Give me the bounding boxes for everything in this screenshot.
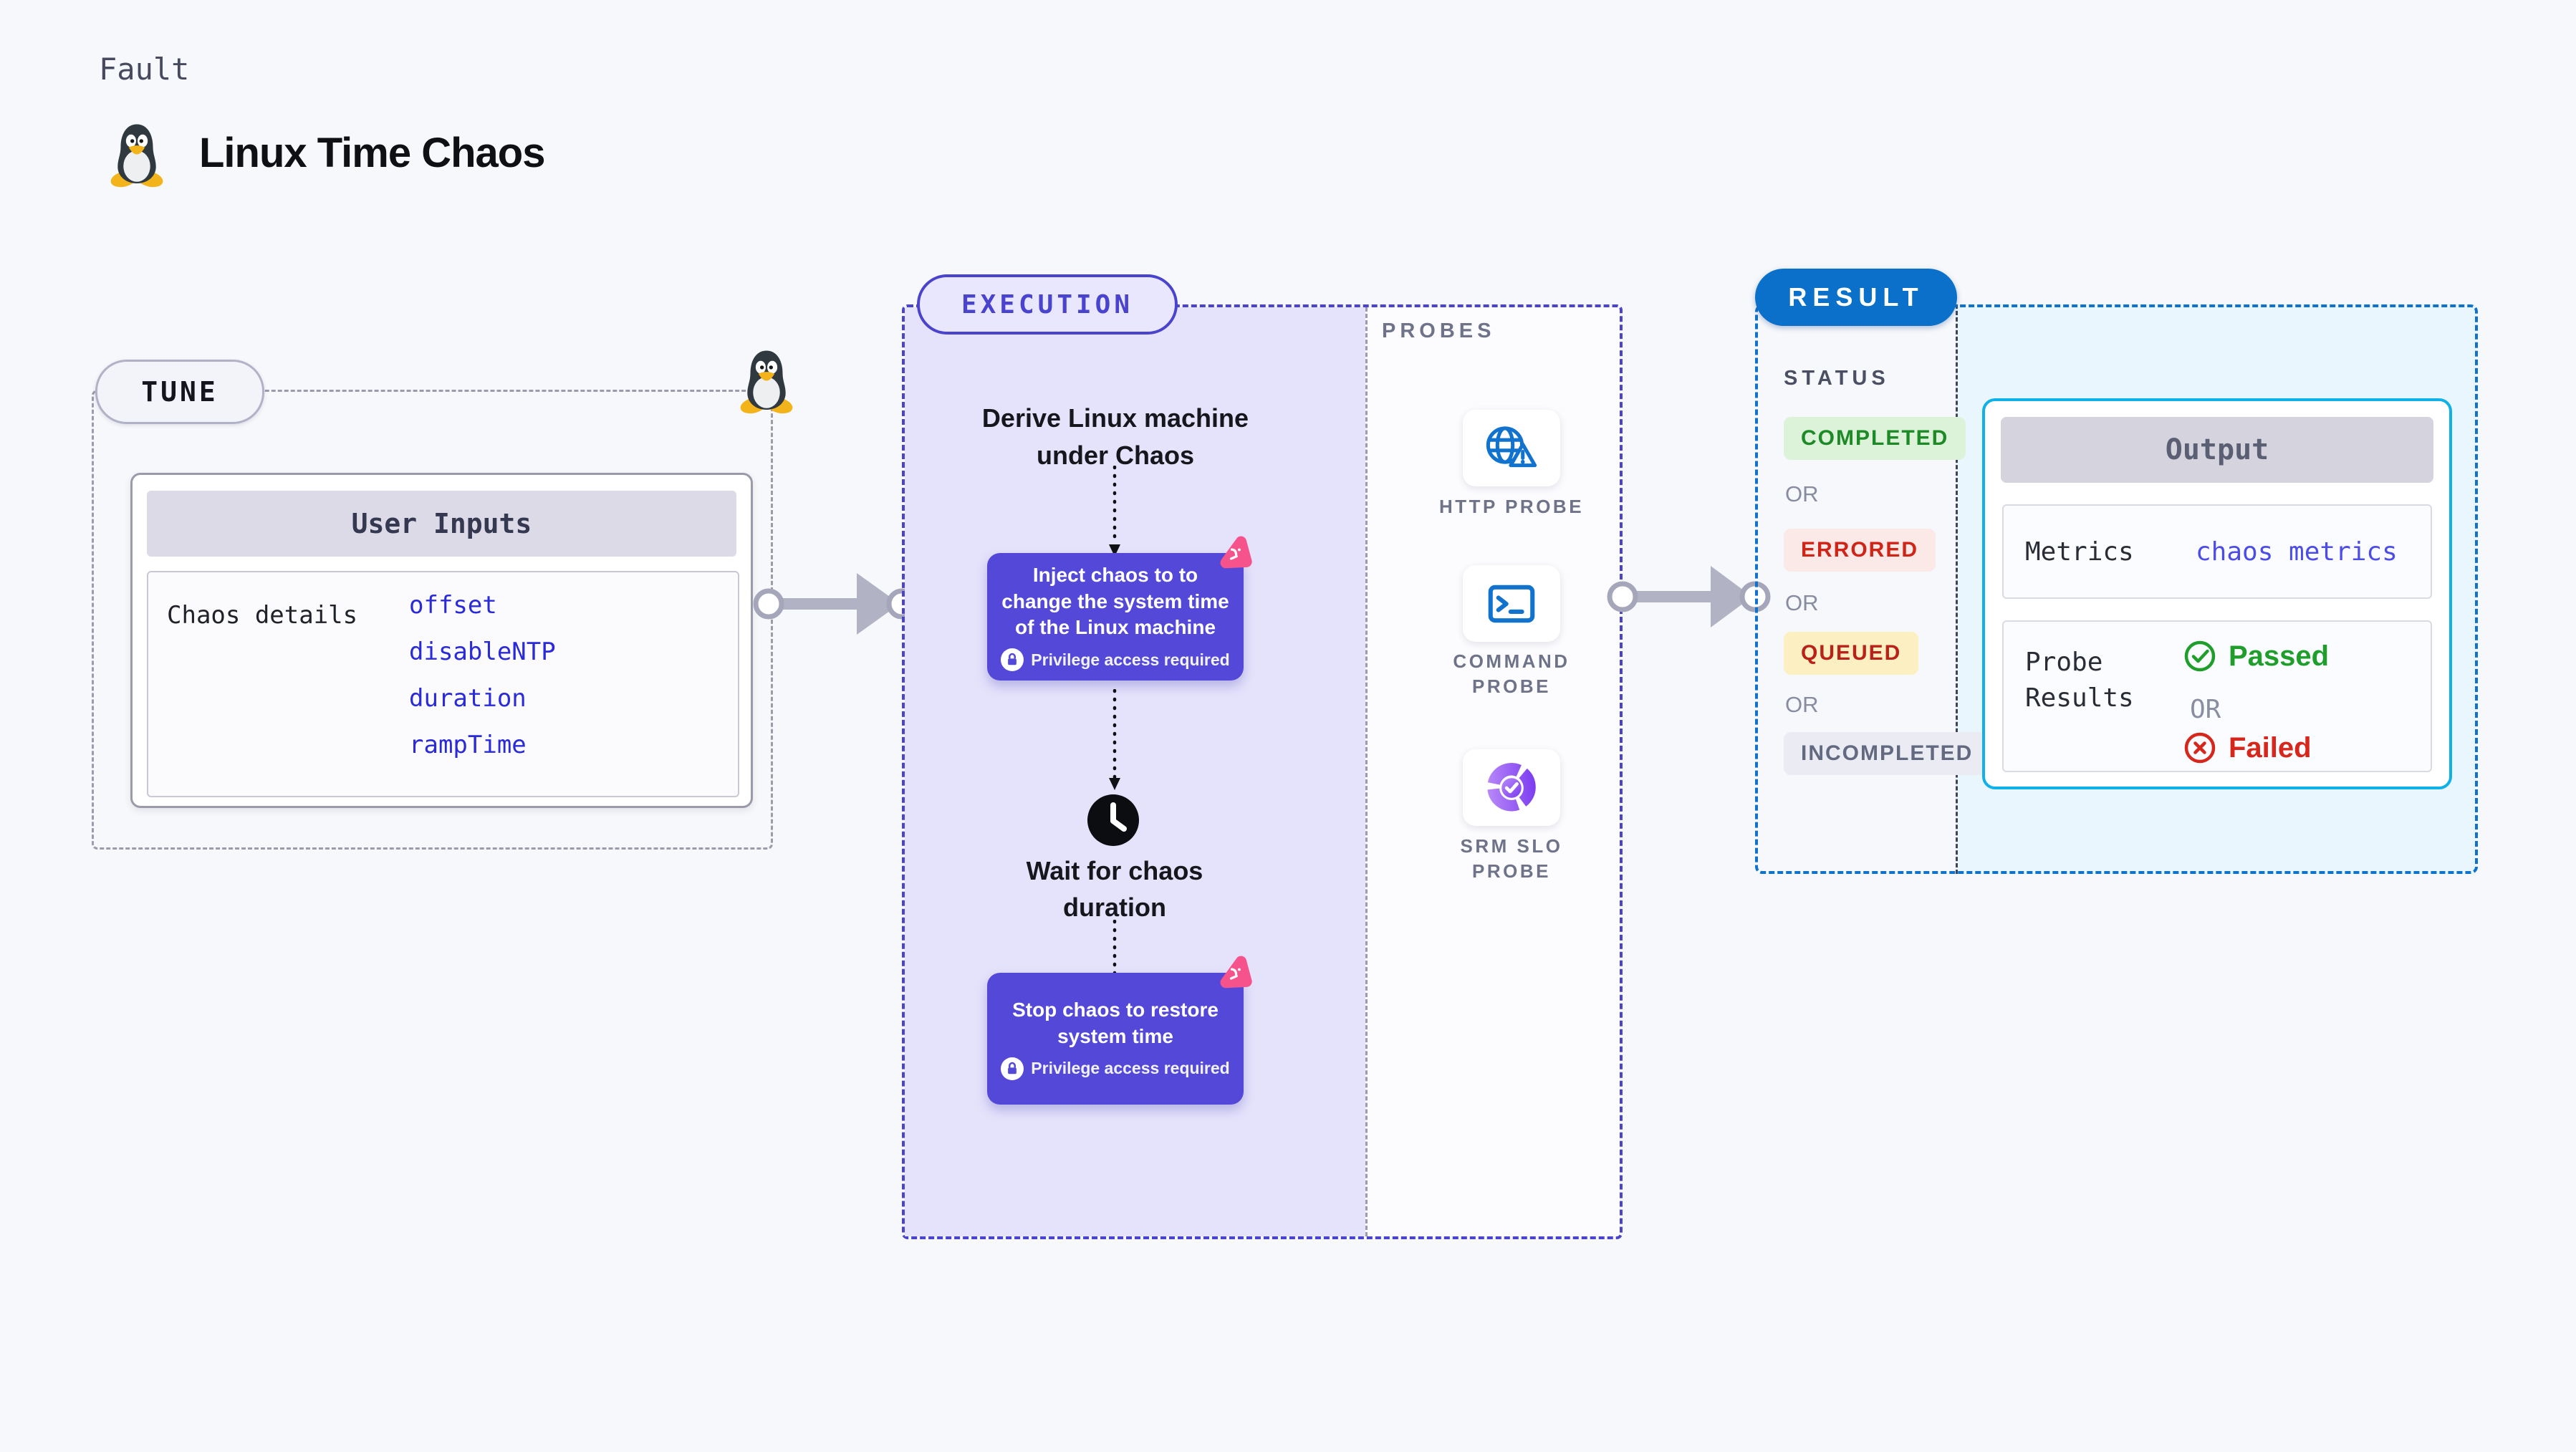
x-circle-icon <box>2184 732 2216 764</box>
srm-slo-probe-label: SRM SLO PROBE <box>1460 835 1563 883</box>
status-badge-incompleted: INCOMPLETED <box>1784 732 1991 775</box>
check-circle-icon <box>2184 640 2216 672</box>
privilege-label: Privilege access required <box>1031 650 1230 669</box>
passed-result: Passed <box>2183 639 2329 673</box>
command-probe-card <box>1463 565 1560 642</box>
status-badge-errored: ERRORED <box>1784 529 1936 572</box>
lock-icon <box>1001 648 1024 671</box>
input-value-offset: offset <box>409 591 497 620</box>
lock-icon <box>1001 1057 1024 1080</box>
user-inputs-body: Chaos details offset disableNTP duration… <box>147 571 739 797</box>
user-inputs-header: User Inputs <box>147 491 736 557</box>
metrics-label: Metrics <box>2025 537 2134 567</box>
chaos-badge-icon <box>1213 532 1256 576</box>
http-probe-card <box>1463 410 1560 486</box>
result-pill: RESULT <box>1755 269 1957 326</box>
passed-label: Passed <box>2229 640 2330 672</box>
stop-chaos-text: Stop chaos to restore system time <box>1012 999 1219 1047</box>
or-separator: OR <box>1785 590 1819 615</box>
flow-connector-icon <box>1109 466 1120 557</box>
failed-result: Failed <box>2183 731 2312 765</box>
command-probe-label: COMMAND PROBE <box>1453 650 1570 698</box>
or-separator: OR <box>2190 695 2221 724</box>
privilege-row: Privilege access required <box>1001 1057 1230 1080</box>
flow-connector-icon <box>1109 689 1120 790</box>
terminal-icon <box>1488 585 1535 622</box>
privilege-row: Privilege access required <box>1001 648 1230 671</box>
privilege-label: Privilege access required <box>1031 1059 1230 1078</box>
status-badge-completed: COMPLETED <box>1784 417 1966 460</box>
chaos-badge-icon <box>1213 952 1256 996</box>
input-value-duration: duration <box>409 684 527 713</box>
clock-icon <box>1087 794 1139 846</box>
tune-section-box <box>92 390 773 850</box>
user-inputs-card: User Inputs Chaos details offset disable… <box>130 473 753 808</box>
fault-kicker: Fault <box>99 52 190 87</box>
status-badge-queued: QUEUED <box>1784 632 1919 675</box>
tux-penguin-small-icon <box>732 345 801 414</box>
execution-section-box <box>902 304 1623 1239</box>
slo-donut-check-icon <box>1487 762 1536 811</box>
output-card: Output Metrics chaos metrics Probe Resul… <box>1982 398 2452 789</box>
wait-step-text: Wait for chaos duration <box>1026 856 1203 923</box>
tux-penguin-icon <box>102 119 171 188</box>
input-value-disablentp: disableNTP <box>409 638 556 666</box>
metrics-row: Metrics chaos metrics <box>2002 504 2432 599</box>
or-separator: OR <box>1785 692 1819 717</box>
failed-label: Failed <box>2229 731 2312 764</box>
globe-alert-icon <box>1486 425 1537 467</box>
result-section-box <box>1755 304 2478 874</box>
probe-results-label: Probe Results <box>2025 648 2134 713</box>
tune-pill: TUNE <box>95 360 264 424</box>
input-value-ramptime: rampTime <box>409 731 527 759</box>
srm-slo-probe-card <box>1463 749 1560 826</box>
output-header: Output <box>2001 417 2433 483</box>
derive-step-text: Derive Linux machine under Chaos <box>981 403 1249 471</box>
http-probe-label: HTTP PROBE <box>1438 496 1585 517</box>
metrics-value: chaos metrics <box>2196 537 2398 567</box>
stop-chaos-node: Stop chaos to restore system time Privil… <box>987 973 1244 1105</box>
status-label: STATUS <box>1784 367 1890 390</box>
execution-to-result-arrow-icon <box>1607 566 1771 628</box>
inject-chaos-text: Inject chaos to to change the system tim… <box>1001 563 1229 639</box>
chaos-details-label: Chaos details <box>167 601 358 630</box>
probe-results-row: Probe Results Passed OR Failed <box>2002 620 2432 772</box>
inject-chaos-node: Inject chaos to to change the system tim… <box>987 553 1244 681</box>
probes-label: PROBES <box>1382 319 1496 342</box>
execution-pill: EXECUTION <box>917 274 1178 335</box>
page-title: Linux Time Chaos <box>199 130 545 176</box>
tune-to-execution-arrow-icon <box>753 573 918 635</box>
or-separator: OR <box>1785 481 1819 506</box>
